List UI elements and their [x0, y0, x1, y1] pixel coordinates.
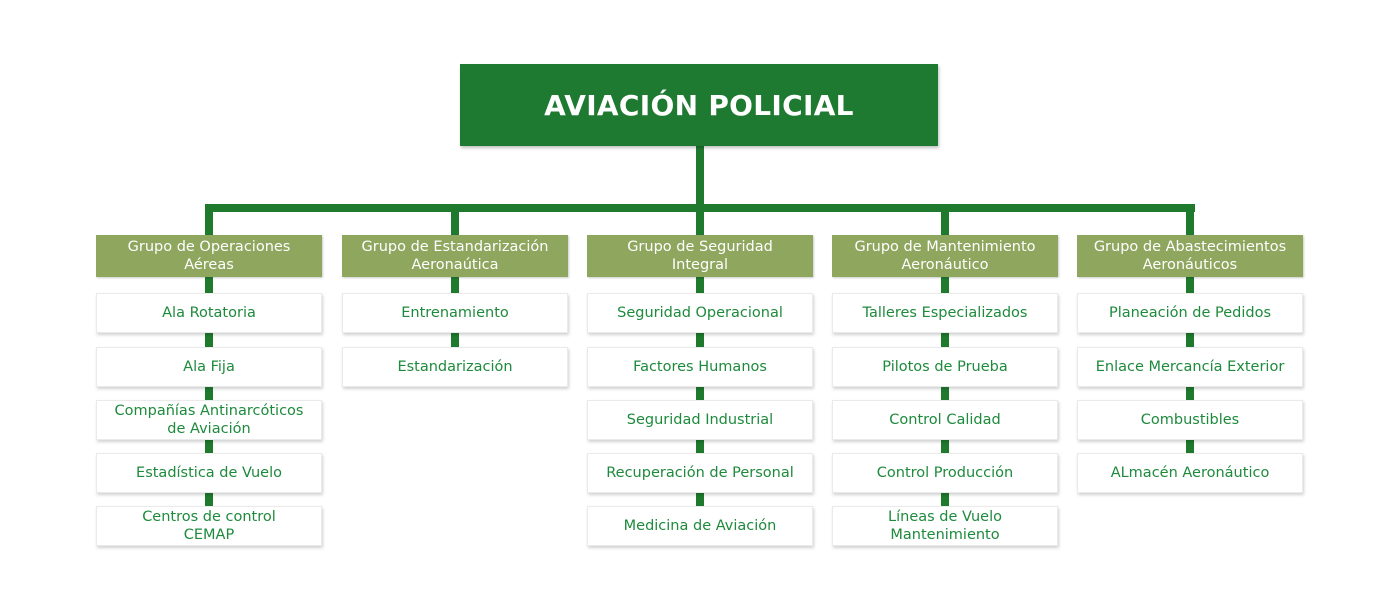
- org-unit-box: Entrenamiento: [342, 293, 568, 333]
- org-unit-box: Estandarización: [342, 347, 568, 387]
- group-connector: [451, 208, 459, 235]
- org-unit-label: Medicina de Aviación: [623, 518, 777, 534]
- org-unit-box: Control Calidad: [832, 400, 1058, 440]
- org-unit-label: Entrenamiento: [401, 305, 509, 321]
- org-unit-label: Control Calidad: [889, 412, 1001, 428]
- org-unit-label: Recuperación de Personal: [606, 465, 794, 481]
- group-header-label: Grupo de Abastecimientos Aeronáuticos: [1093, 239, 1287, 273]
- org-unit-label: Compañías Antinarcóticos de Aviación: [114, 403, 304, 437]
- org-unit-label: Estandarización: [397, 359, 513, 375]
- org-unit-box: Control Producción: [832, 453, 1058, 493]
- org-unit-box: ALmacén Aeronáutico: [1077, 453, 1303, 493]
- org-unit-label: Planeación de Pedidos: [1108, 305, 1272, 321]
- org-unit-label: Ala Fija: [183, 359, 235, 375]
- org-unit-box: Medicina de Aviación: [587, 506, 813, 546]
- group-header: Grupo de Abastecimientos Aeronáuticos: [1077, 235, 1303, 277]
- group-header-label: Grupo de Operaciones Aéreas: [127, 239, 291, 273]
- group-header-label: Grupo de Seguridad Integral: [627, 239, 773, 273]
- org-unit-box: Combustibles: [1077, 400, 1303, 440]
- org-unit-box: Recuperación de Personal: [587, 453, 813, 493]
- org-unit-label: Centros de control CEMAP: [142, 509, 276, 543]
- group-header: Grupo de Mantenimiento Aeronáutico: [832, 235, 1058, 277]
- org-unit-box: Compañías Antinarcóticos de Aviación: [96, 400, 322, 440]
- group-header: Grupo de Operaciones Aéreas: [96, 235, 322, 277]
- org-unit-box: Ala Fija: [96, 347, 322, 387]
- org-unit-label: Ala Rotatoria: [162, 305, 256, 321]
- org-unit-label: Enlace Mercancía Exterior: [1095, 359, 1285, 375]
- org-unit-label: ALmacén Aeronáutico: [1110, 465, 1270, 481]
- group-connector: [1186, 208, 1194, 235]
- group-connector: [696, 208, 704, 235]
- org-unit-label: Talleres Especializados: [862, 305, 1028, 321]
- root-node: AVIACIÓN POLICIAL: [460, 64, 938, 146]
- group-header-label: Grupo de Mantenimiento Aeronáutico: [854, 239, 1036, 273]
- org-unit-label: Estadística de Vuelo: [136, 465, 282, 481]
- org-unit-box: Estadística de Vuelo: [96, 453, 322, 493]
- org-unit-label: Factores Humanos: [633, 359, 767, 375]
- org-unit-label: Pilotos de Prueba: [882, 359, 1008, 375]
- org-unit-box: Seguridad Operacional: [587, 293, 813, 333]
- root-title: AVIACIÓN POLICIAL: [544, 88, 854, 122]
- org-unit-label: Control Producción: [876, 465, 1014, 481]
- org-unit-label: Seguridad Operacional: [617, 305, 783, 321]
- group-header-label: Grupo de Estandarización Aeronaútica: [361, 239, 549, 273]
- group-connector: [941, 208, 949, 235]
- org-unit-box: Enlace Mercancía Exterior: [1077, 347, 1303, 387]
- org-unit-box: Ala Rotatoria: [96, 293, 322, 333]
- root-connector: [696, 146, 704, 208]
- org-unit-box: Pilotos de Prueba: [832, 347, 1058, 387]
- org-unit-box: Planeación de Pedidos: [1077, 293, 1303, 333]
- org-unit-label: Líneas de Vuelo Mantenimiento: [888, 509, 1002, 543]
- org-unit-box: Centros de control CEMAP: [96, 506, 322, 546]
- org-unit-label: Combustibles: [1140, 412, 1240, 428]
- group-header: Grupo de Seguridad Integral: [587, 235, 813, 277]
- org-unit-box: Talleres Especializados: [832, 293, 1058, 333]
- org-unit-label: Seguridad Industrial: [626, 412, 774, 428]
- org-unit-box: Seguridad Industrial: [587, 400, 813, 440]
- org-unit-box: Factores Humanos: [587, 347, 813, 387]
- group-header: Grupo de Estandarización Aeronaútica: [342, 235, 568, 277]
- group-connector: [205, 208, 213, 235]
- org-unit-box: Líneas de Vuelo Mantenimiento: [832, 506, 1058, 546]
